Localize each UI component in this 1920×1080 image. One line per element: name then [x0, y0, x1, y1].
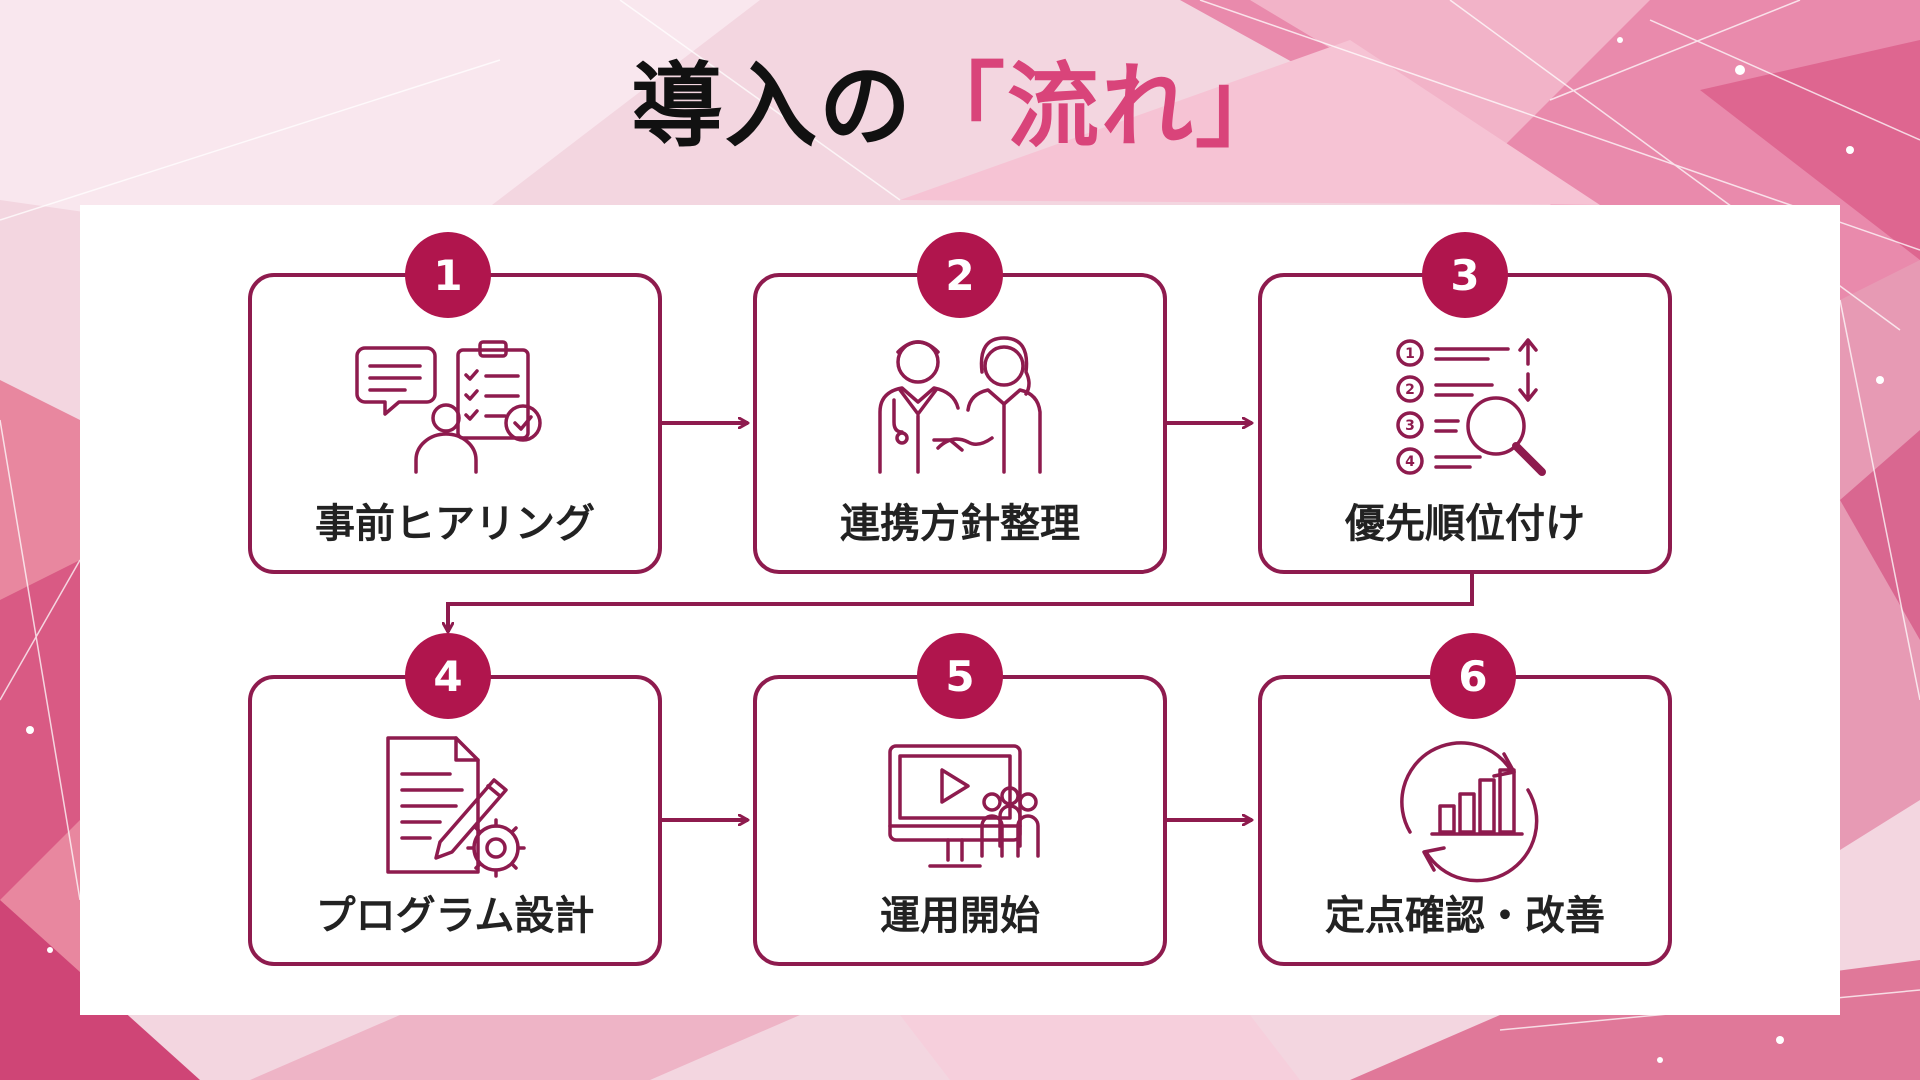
arrow-3-4: [448, 574, 1474, 632]
title-main: 導入の: [630, 53, 913, 160]
monitor-play-group-icon: [888, 744, 1040, 868]
step-label-4: プログラム設計: [315, 893, 595, 939]
step-badge-6: 6: [1430, 633, 1516, 719]
step-label-5: 運用開始: [880, 893, 1040, 939]
step-badge-2: 2: [917, 232, 1003, 318]
step-label-6: 定点確認・改善: [1325, 893, 1605, 939]
rank-4-glyph: 4: [1405, 454, 1415, 470]
rank-3-glyph: 3: [1405, 418, 1415, 434]
step-badge-5: 5: [917, 633, 1003, 719]
step-badge-1: 1: [405, 232, 491, 318]
step-label-1: 事前ヒアリング: [315, 501, 595, 547]
doctor-handshake-icon: [878, 336, 1042, 474]
step-badge-4: 4: [405, 633, 491, 719]
step-label-2: 連携方針整理: [840, 501, 1080, 547]
page-title: 導入の「流れ」: [0, 52, 1920, 162]
document-pencil-gear-icon: [386, 736, 526, 878]
step-label-3: 優先順位付け: [1345, 501, 1585, 547]
cycle-bar-chart-icon: [1400, 741, 1539, 883]
step-badge-3: 3: [1422, 232, 1508, 318]
rank-1-glyph: 1: [1405, 346, 1415, 362]
rank-2-glyph: 2: [1405, 382, 1415, 398]
hearing-checklist-icon: [355, 340, 542, 474]
priority-list-search-icon: [1396, 338, 1546, 476]
title-accent: 「流れ」: [913, 53, 1290, 160]
